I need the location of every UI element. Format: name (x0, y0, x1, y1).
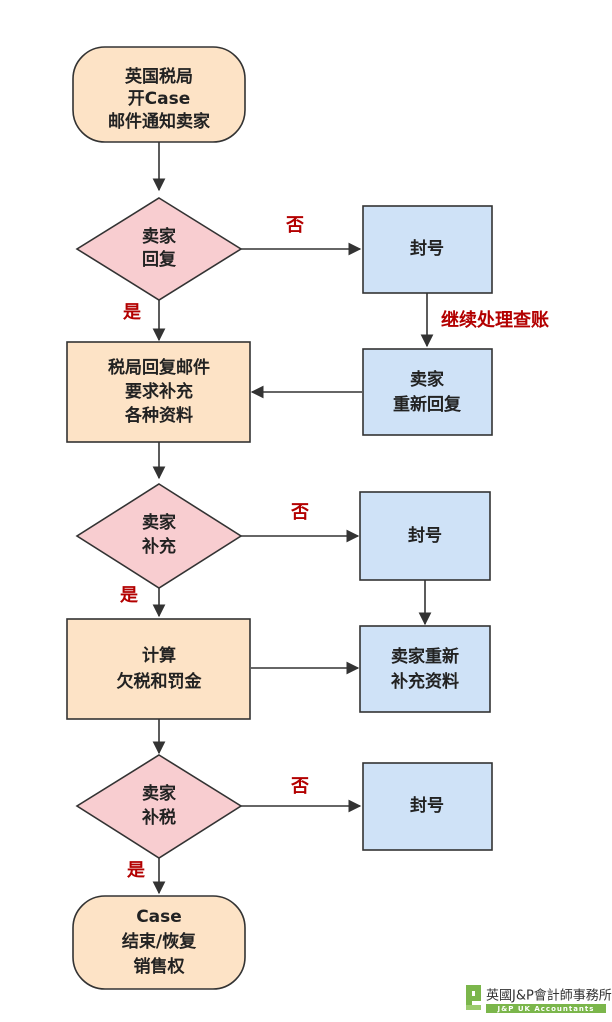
calculate-tax-node-shape (66, 618, 251, 720)
seller-resupply-node-shape (359, 625, 491, 713)
decision-seller-reply-line-1: 卖家 (142, 226, 176, 247)
calculate-tax-line-1: 计算 (142, 645, 176, 666)
suspend-account-node-2: 封号 (359, 491, 491, 581)
decision-seller-pay-tax-shape (75, 754, 243, 859)
suspend-account-node-3-label: 封号 (410, 795, 444, 816)
label-yes-3: 是 (126, 860, 145, 881)
start-node-line-2: 开Case (128, 89, 191, 109)
end-node-line-3: 销售权 (134, 956, 186, 977)
label-yes-1: 是 (122, 302, 141, 323)
decision-seller-reply: 卖家 回复 (75, 197, 243, 301)
decision-seller-supplement-shape (75, 483, 243, 589)
seller-re-reply-line-2: 重新回复 (393, 394, 462, 415)
suspend-account-node-3-shape (362, 762, 493, 851)
decision-seller-supplement-line-1: 卖家 (142, 512, 176, 533)
decision-seller-reply-shape (75, 197, 243, 301)
company-logo: 英國J&P會計師事務所 J&P UK Accountants (466, 985, 612, 1013)
edges (152, 142, 434, 895)
seller-re-reply-line-1: 卖家 (410, 369, 444, 390)
suspend-account-node-1: 封号 (362, 205, 493, 294)
suspend-account-node-3: 封号 (362, 762, 493, 851)
suspend-account-node-2-shape (359, 491, 491, 581)
label-no-3: 否 (290, 776, 309, 797)
start-node: 英国税局 开Case 邮件通知卖家 (72, 46, 246, 143)
decision-seller-supplement: 卖家 补充 (75, 483, 243, 589)
tax-office-request-line-3: 各种资料 (124, 405, 193, 426)
suspend-account-node-1-shape (362, 205, 493, 294)
calculate-tax-line-2: 欠税和罚金 (117, 671, 203, 692)
logo-mark-icon (466, 985, 481, 1010)
logo-name-en-bar (486, 1004, 606, 1013)
end-node-line-1: Case (136, 907, 182, 927)
seller-resupply-line-1: 卖家重新 (391, 646, 459, 667)
end-node-line-2: 结束/恢复 (122, 931, 197, 952)
seller-resupply-node: 卖家重新 补充资料 (359, 625, 491, 713)
tax-office-request-line-1: 税局回复邮件 (108, 357, 210, 378)
tax-office-request-node-shape (66, 341, 251, 443)
seller-re-reply-node-shape (362, 348, 493, 436)
suspend-account-node-2-label: 封号 (408, 525, 442, 546)
tax-office-request-node: 税局回复邮件 要求补充 各种资料 (66, 341, 251, 443)
label-no-2: 否 (290, 502, 309, 523)
logo-name-en: J&P UK Accountants (497, 1005, 595, 1013)
end-node-shape (72, 895, 246, 990)
decision-seller-reply-line-2: 回复 (142, 249, 177, 270)
decision-seller-pay-tax-line-1: 卖家 (142, 783, 176, 804)
end-node: Case 结束/恢复 销售权 (72, 895, 246, 990)
decision-seller-pay-tax: 卖家 补税 (75, 754, 243, 859)
logo-name-cn: 英國J&P會計師事務所 (486, 988, 612, 1004)
label-no-1: 否 (285, 215, 304, 236)
start-node-line-3: 邮件通知卖家 (108, 111, 210, 132)
label-yes-2: 是 (119, 585, 138, 606)
decision-seller-pay-tax-line-2: 补税 (141, 807, 176, 828)
label-continue-audit: 继续处理查账 (441, 309, 549, 331)
seller-resupply-line-2: 补充资料 (390, 671, 459, 692)
start-node-line-1: 英国税局 (125, 66, 193, 87)
seller-re-reply-node: 卖家 重新回复 (362, 348, 493, 436)
start-node-shape (72, 46, 246, 143)
calculate-tax-node: 计算 欠税和罚金 (66, 618, 251, 720)
decision-seller-supplement-line-2: 补充 (141, 536, 176, 557)
tax-office-request-line-2: 要求补充 (125, 381, 193, 402)
suspend-account-node-1-label: 封号 (410, 238, 444, 259)
